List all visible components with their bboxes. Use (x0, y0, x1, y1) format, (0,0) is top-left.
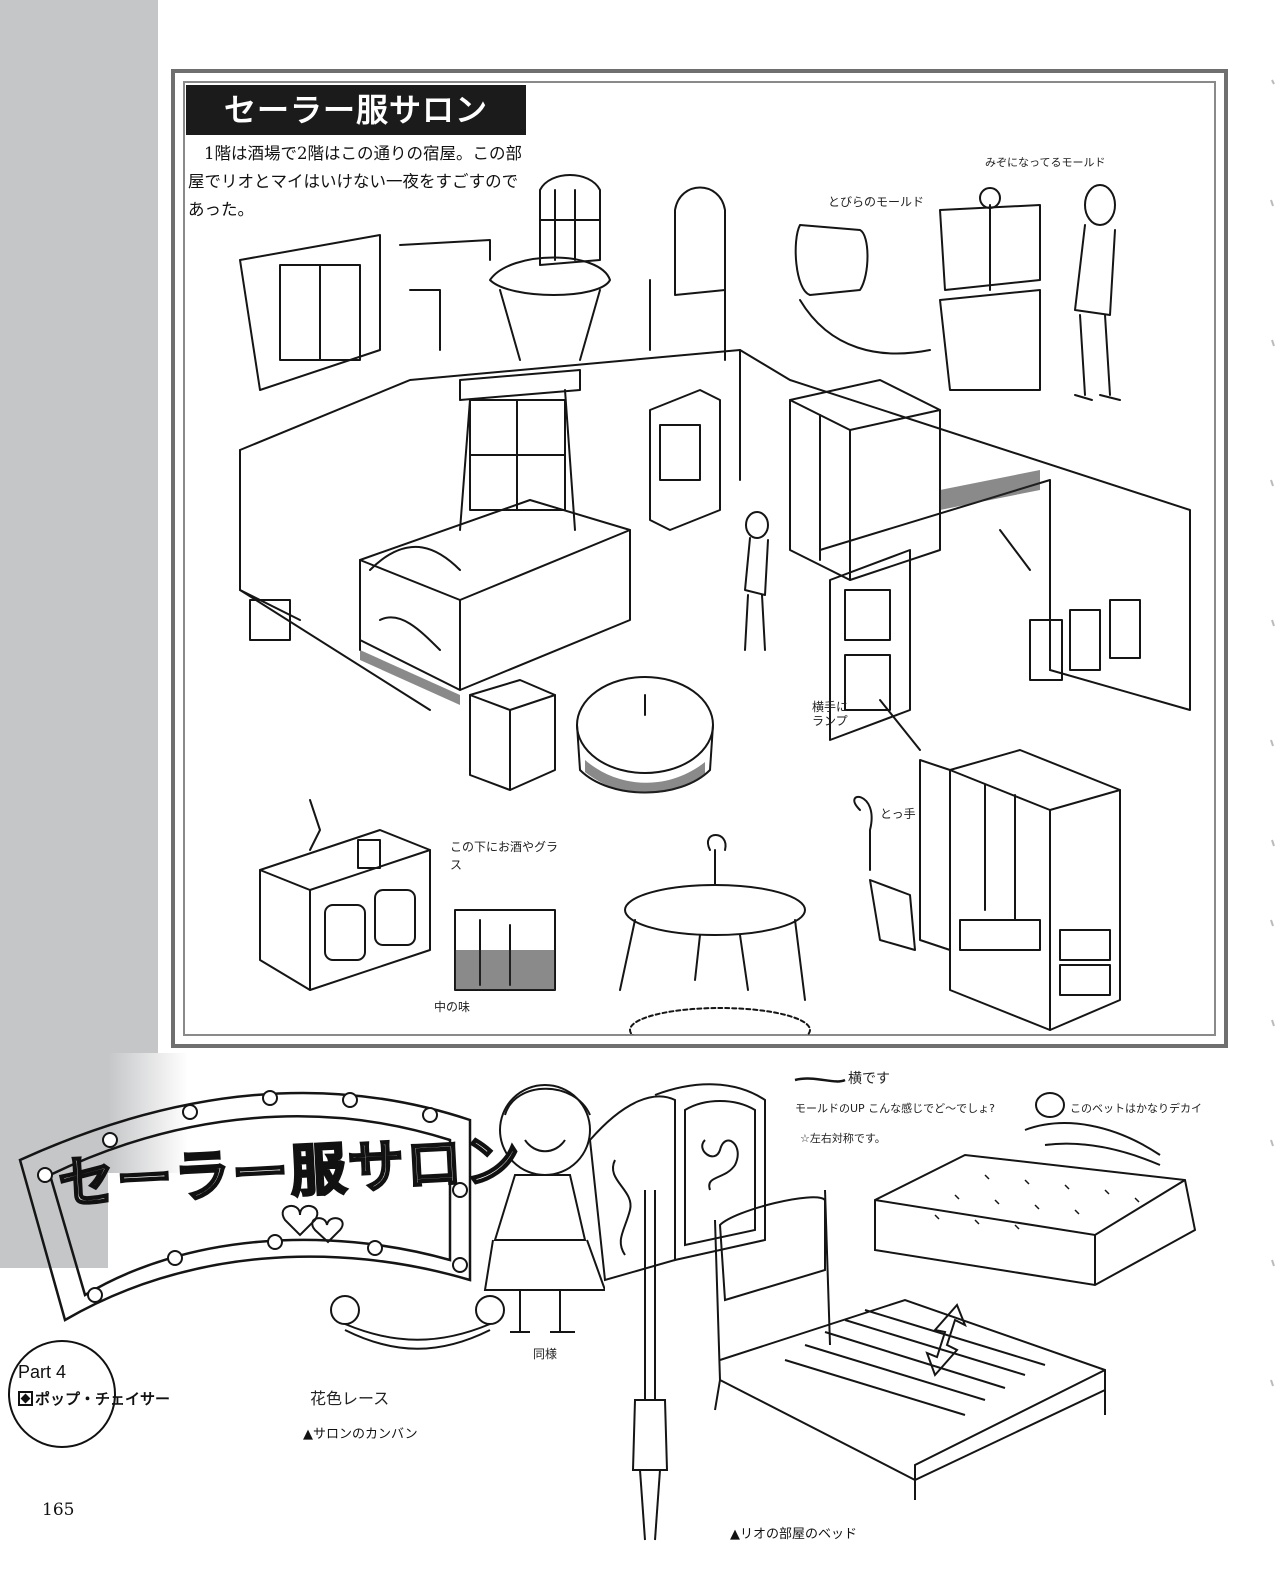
note-mold-up: モールドのUP こんな感じでど〜でしょ? (795, 1102, 996, 1115)
note-flower-lace: 花色レース (310, 1389, 390, 1408)
bed-sketch (588, 1077, 1197, 1541)
note-contents: 中の味 (434, 1000, 471, 1014)
page-title: セーラー服サロン (186, 85, 526, 135)
note-sign-tag: 同様 (533, 1347, 558, 1361)
note-handle: とっ手 (880, 807, 916, 821)
part-label: Part 4 (18, 1362, 67, 1382)
part-subtitle: ポップ・チェイサー (18, 1388, 170, 1409)
part-subtitle-text: ポップ・チェイサー (35, 1390, 171, 1408)
note-under-cabinet: この下にお酒やグラス (450, 840, 559, 872)
note-symmetry: ☆左右対称です。 (800, 1132, 886, 1145)
room-sketch (239, 174, 1191, 1035)
diamond-icon (18, 1391, 33, 1406)
sign-caption: ▲サロンのカンバン (303, 1427, 418, 1442)
note-wall-lamp: 横手にランプ (812, 700, 849, 728)
salon-sign-sketch (18, 1084, 605, 1350)
bed-caption: ▲リオの部屋のベッド (730, 1527, 857, 1542)
note-mirror-mold: みぞになってるモールド (985, 156, 1106, 169)
note-frame: 横です (848, 1071, 890, 1087)
gray-sidebar (0, 0, 158, 1053)
gray-sidebar-lower (0, 1053, 108, 1268)
intro-paragraph: 1階は酒場で2階はこの通りの宿屋。この部屋でリオとマイはいけない一夜をすごすので… (188, 144, 522, 219)
page-number: 165 (42, 1500, 75, 1520)
note-door-mold: とびらのモールド (828, 195, 925, 209)
note-bed-size: このベットはかなりデカイ (1070, 1102, 1202, 1115)
margin-marks (1270, 79, 1275, 1387)
illustration-frame-inner (183, 81, 1216, 1036)
